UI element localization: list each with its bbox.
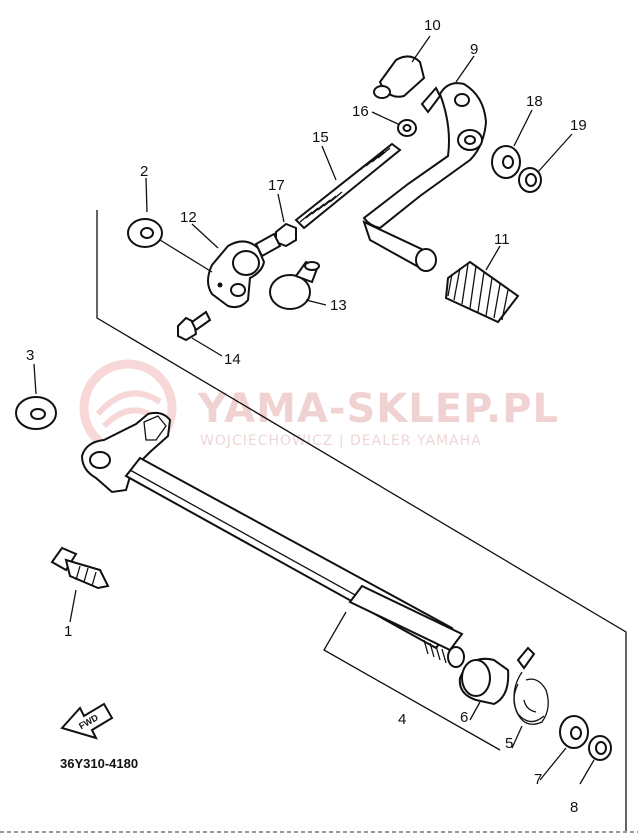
nut-part-16 xyxy=(397,119,417,137)
callout-14: 14 xyxy=(224,351,241,368)
ball-joint-part-13 xyxy=(269,260,320,310)
watermark-title: YAMA-SKLEP.PL xyxy=(197,386,559,432)
shift-shaft-part-4 xyxy=(80,411,465,668)
callout-2: 2 xyxy=(140,163,148,180)
callout-8: 8 xyxy=(570,799,578,816)
callout-18: 18 xyxy=(526,93,543,110)
callout-7: 7 xyxy=(534,771,542,788)
stud-bolt-part-1 xyxy=(50,546,110,590)
callout-5: 5 xyxy=(505,735,513,752)
callout-12: 12 xyxy=(180,209,197,226)
circlip-part-8 xyxy=(588,735,612,761)
callout-17: 17 xyxy=(268,177,285,194)
callout-13: 13 xyxy=(330,297,347,314)
callout-6: 6 xyxy=(460,709,468,726)
callout-19: 19 xyxy=(570,117,587,134)
nut-part-17 xyxy=(254,222,297,258)
callout-9: 9 xyxy=(470,41,478,58)
callout-10: 10 xyxy=(424,17,441,34)
callout-16: 16 xyxy=(352,103,369,120)
fwd-arrow-icon: FWD xyxy=(60,702,114,740)
washer-part-2 xyxy=(127,218,163,248)
spring-part-5 xyxy=(513,646,549,725)
shift-rod-part-15 xyxy=(294,142,402,230)
washer-part-7 xyxy=(559,715,589,749)
rod-end-part-10 xyxy=(373,55,426,99)
watermark-subtitle: WOJCIECHOWICZ | DEALER YAMAHA xyxy=(200,433,482,449)
washer-part-18 xyxy=(491,145,521,179)
bolt-part-14 xyxy=(177,310,212,342)
watermark: YAMA-SKLEP.PL WOJCIECHOWICZ | DEALER YAM… xyxy=(79,359,559,457)
callout-15: 15 xyxy=(312,129,329,146)
diagram-code: 36Y310-4180 xyxy=(60,756,138,771)
shift-pedal-part-9 xyxy=(362,82,488,272)
callout-numbers: 1 2 3 4 5 6 7 8 9 10 11 12 13 14 15 16 1… xyxy=(26,17,587,816)
collar-part-6 xyxy=(458,657,510,706)
callout-1: 1 xyxy=(64,623,72,640)
assembly-outline xyxy=(96,210,627,832)
callout-3: 3 xyxy=(26,347,34,364)
washer-part-3 xyxy=(15,396,57,430)
circlip-part-19 xyxy=(518,167,542,193)
shift-arm-part-12 xyxy=(207,240,266,309)
callout-4: 4 xyxy=(398,711,406,728)
rubber-part-11 xyxy=(444,260,520,324)
bracket-part-4 xyxy=(323,611,501,751)
callout-11: 11 xyxy=(494,231,510,248)
